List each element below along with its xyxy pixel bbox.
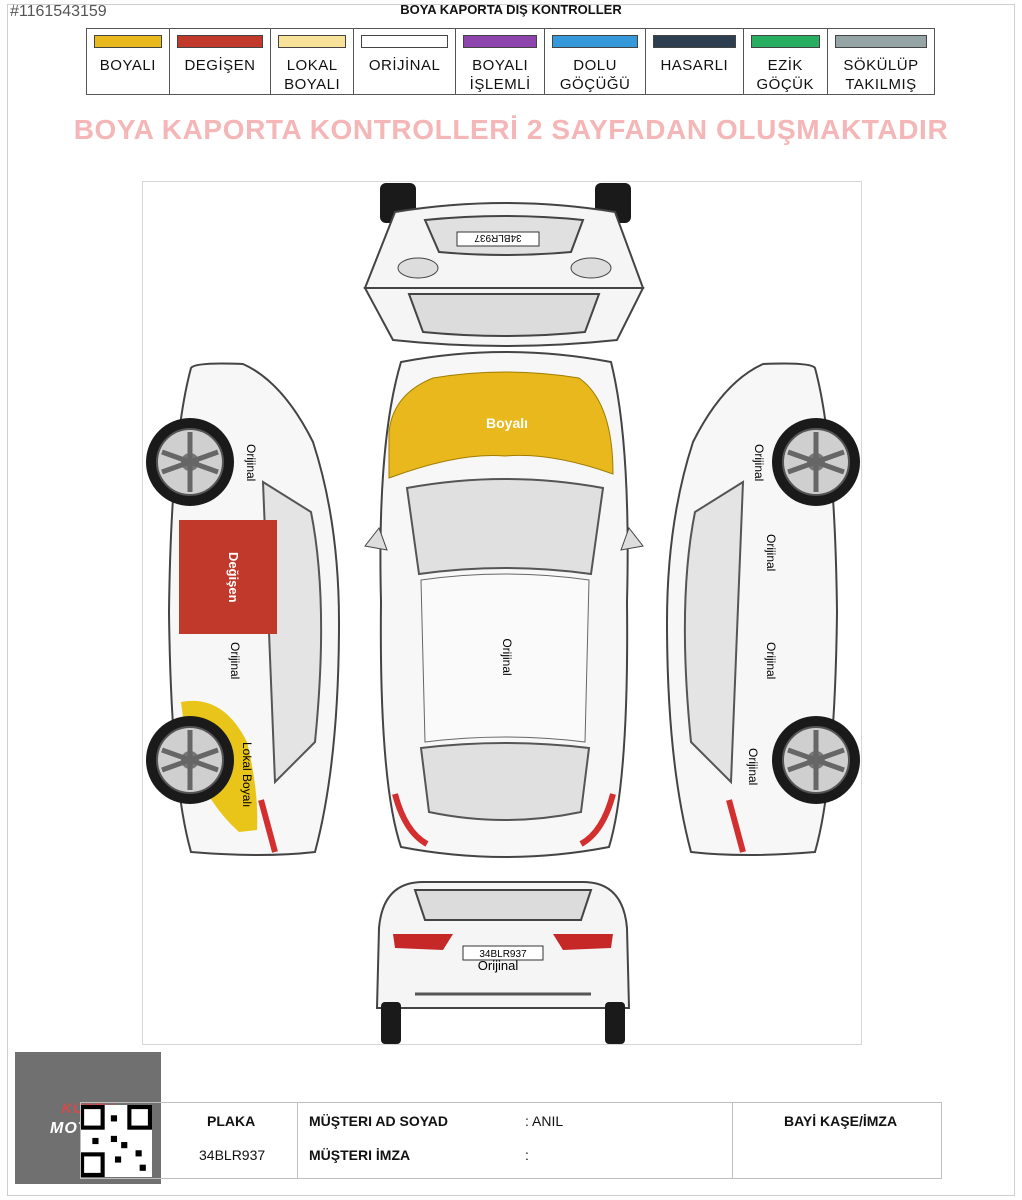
legend-item-sokulup-takilmis: SÖKÜLÜP TAKILMIŞ [827,28,935,95]
legend-item-degisen: DEGİŞEN [168,28,272,95]
legend-label: DEGİŞEN [184,57,256,74]
front-view: 34BLR937 [363,183,645,347]
customer-name-value: : ANIL [525,1113,564,1129]
legend-swatch [278,35,346,48]
legend-item-dolu-gocugu: DOLU GÖÇÜĞÜ [544,28,647,95]
right-rear-door-label: Orijinal [764,642,778,679]
customer-name-label: MÜŞTERI AD SOYAD [309,1113,448,1129]
legend-swatch [653,35,736,48]
left-side-view: Değişen Orijinal Orijinal Lokal Boyalı [146,362,341,856]
roof-label: Orijinal [500,638,514,675]
left-rear-door-label: Orijinal [228,642,242,679]
legend-item-ezik-gocuk: EZİK GÖÇÜK [742,28,829,95]
legend-item-orijinal: ORİJİNAL [352,28,457,95]
left-front-door-panel [179,520,277,634]
legend-label: DOLU GÖÇÜĞÜ [559,57,631,93]
customer-signature-value: : [525,1147,529,1163]
legend-swatch [552,35,639,48]
footer-divider [297,1103,298,1178]
left-front-door-label: Değişen [226,552,241,603]
rear-view: 34BLR937 Orijinal [375,881,631,1044]
legend-label: ORİJİNAL [368,57,441,74]
car-damage-diagram: 34BLR937 Boyalı Orijinal Değişen [142,181,862,1045]
rear-plate: 34BLR937 [479,949,527,960]
listing-id: #1161543159 [10,3,107,20]
legend-item-boyali: BOYALI [86,28,170,95]
legend-label: BOYALI İŞLEMLİ [469,57,531,93]
footer-divider [732,1103,733,1178]
plate-value: 34BLR937 [199,1147,266,1163]
top-view: Boyalı Orijinal [364,351,644,858]
legend-label: EZİK GÖÇÜK [756,57,815,93]
front-plate: 34BLR937 [474,232,522,243]
legend-item-hasarli: HASARLI [645,28,744,95]
legend-swatch [463,35,538,48]
legend-swatch [360,35,449,48]
legend-table: BOYALI DEGİŞEN LOKAL BOYALI ORİJİNAL BOY… [86,28,935,95]
qr-code [80,1105,152,1177]
page-frame [7,4,1015,1196]
hood-label: Boyalı [486,415,528,431]
legend-label: LOKAL BOYALI [284,57,341,93]
right-front-fender-label: Orijinal [752,444,766,481]
plate-label: PLAKA [207,1113,256,1129]
left-front-fender-label: Orijinal [244,444,258,481]
right-rear-fender-label: Orijinal [746,748,760,785]
document-title: BOYA KAPORTA DIŞ KONTROLLER [400,2,622,17]
dealer-stamp-label: BAYİ KAŞE/İMZA [784,1113,898,1129]
right-side-view: Orijinal Orijinal Orijinal Orijinal [665,362,860,856]
legend-swatch [176,35,264,48]
legend-swatch [750,35,820,48]
left-rear-fender-label: Lokal Boyalı [240,742,254,807]
legend-label: HASARLI [660,57,729,74]
two-page-notice: BOYA KAPORTA KONTROLLERİ 2 SAYFADAN OLUŞ… [73,114,949,145]
right-front-door-label: Orijinal [764,534,778,571]
legend-label: SÖKÜLÜP TAKILMIŞ [843,57,919,93]
legend-label: BOYALI [99,57,156,74]
hood-panel [388,371,614,479]
legend-item-lokal-boyali: LOKAL BOYALI [270,28,354,95]
car-diagram-svg: 34BLR937 Boyalı Orijinal Değişen [143,183,863,1044]
trunk-label: Orijinal [478,958,519,973]
legend-item-boyali-islemli: BOYALI İŞLEMLİ [455,28,546,95]
legend-swatch [94,35,162,48]
customer-signature-label: MÜŞTERI İMZA [309,1147,411,1163]
footer-signature-table: PLAKA 34BLR937 MÜŞTERI AD SOYAD : ANIL M… [80,1102,942,1179]
legend-swatch [835,35,927,48]
